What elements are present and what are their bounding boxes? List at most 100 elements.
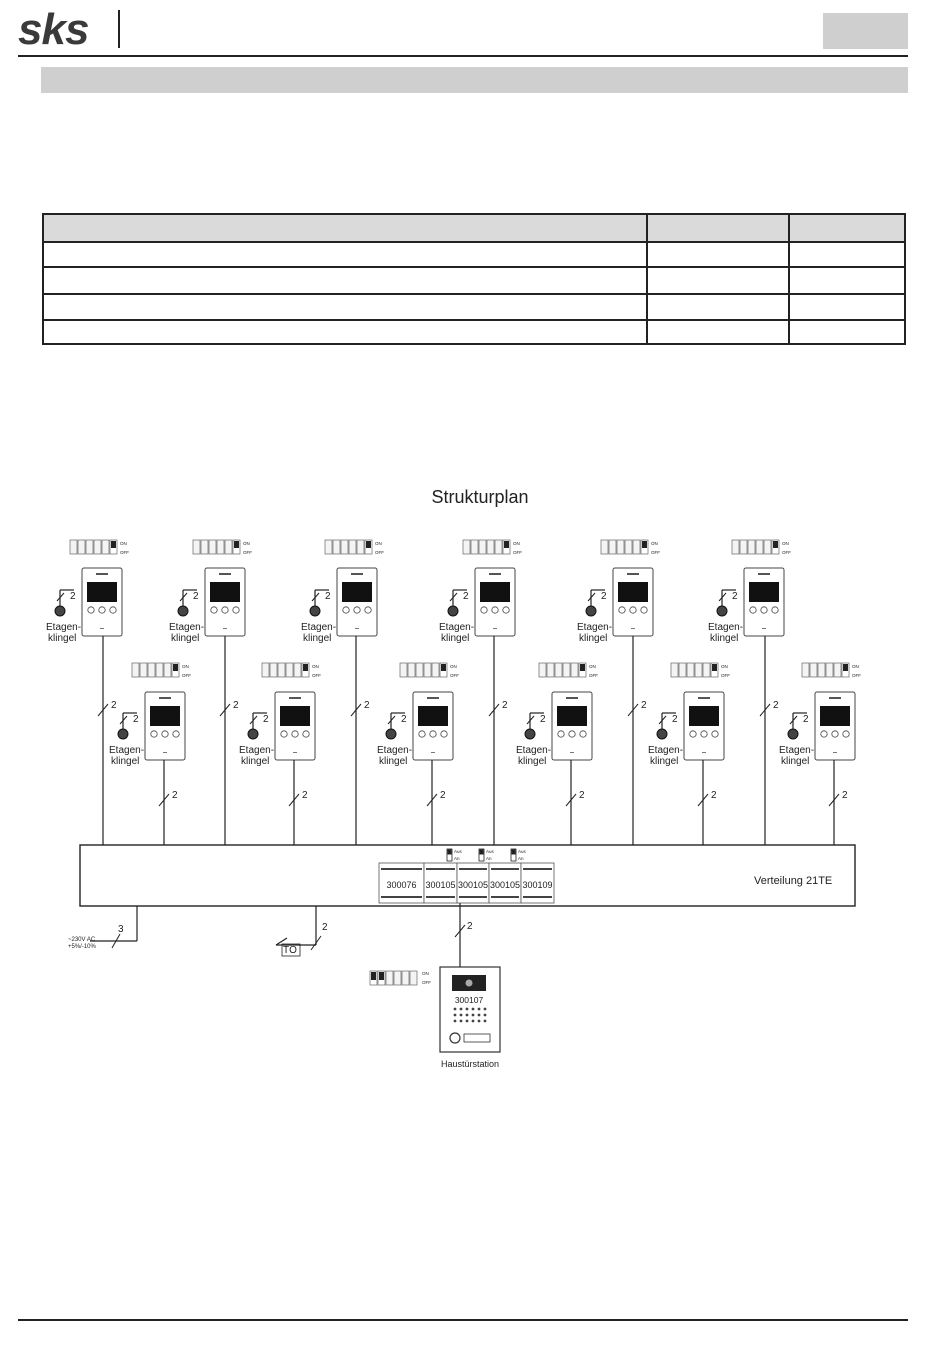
monitor-button [689, 730, 697, 738]
floor-bell-icon [585, 605, 597, 617]
power-label: ~230V AC [68, 937, 96, 943]
distribution-label: Verteilung 21TE [754, 875, 832, 887]
dip-switch-cell [702, 662, 711, 678]
dip-switch-cell [139, 662, 148, 678]
dip-switch-lever [234, 541, 239, 548]
monitor-button [491, 606, 499, 614]
module-switch-label: An [486, 856, 492, 861]
monitor-screen [480, 582, 510, 602]
floor-bell-label: klingel [781, 756, 809, 767]
switch-on-label: ON [450, 664, 457, 669]
floor-bell-label: klingel [48, 633, 76, 644]
monitor-button [749, 606, 757, 614]
dip-switch-lever [580, 664, 585, 671]
dip-switch-cell [208, 539, 217, 555]
dip-switch-cell [747, 539, 756, 555]
wire-count-label: 2 [233, 700, 239, 711]
floor-bell: Etagen-klingel [239, 728, 274, 767]
dip-switch-cell [423, 662, 432, 678]
switch-on-label: ON [589, 664, 596, 669]
keypad-key [471, 1019, 475, 1023]
monitor-button [640, 606, 648, 614]
monitor-button [440, 730, 448, 738]
dip-switch-cell [686, 662, 695, 678]
dip-switch-cell [192, 539, 201, 555]
table-row [44, 241, 904, 268]
wire-count-label: 2 [263, 714, 269, 725]
dip-switch-cell [147, 662, 156, 678]
module-switch [446, 848, 453, 862]
dip-switch-cell [401, 970, 410, 986]
wire-count-label: 2 [773, 700, 779, 711]
dip-switch-cell [69, 539, 78, 555]
dip-switch-cell [616, 539, 625, 555]
dip-switch: ON OFF [731, 539, 791, 555]
floor-bell-label: Etagen- [779, 745, 814, 756]
wire-line [249, 715, 258, 725]
dip-switch-cell [77, 539, 86, 555]
dip-switch-cell [494, 539, 503, 555]
section-band [41, 67, 908, 93]
monitor-button [87, 606, 95, 614]
floor-bell-label: Etagen- [439, 622, 474, 633]
indoor-units: ONOFFEtagen-klingel22ONOFFEtagen-klingel… [46, 539, 861, 845]
floor-bell: Etagen-klingel [648, 728, 683, 767]
switch-on-label: ON [422, 971, 429, 976]
indoor-monitor [412, 691, 454, 761]
keypad-key [465, 1019, 469, 1023]
floor-bell-label: Etagen- [239, 745, 274, 756]
monitor-button [760, 606, 768, 614]
floor-bell-label: Etagen- [577, 622, 612, 633]
floor-bell-label: klingel [579, 633, 607, 644]
switch-off-label: OFF [852, 673, 861, 678]
wire-count-label: 2 [302, 790, 308, 801]
dip-switch-cell [670, 662, 679, 678]
monitor-button [557, 730, 565, 738]
wire-line [658, 715, 667, 725]
monitor-speaker [96, 573, 108, 575]
module-switch-lever [511, 849, 516, 855]
monitor-button [172, 730, 180, 738]
table-row [44, 320, 904, 345]
dip-switch-cell [101, 539, 110, 555]
wire-line [350, 703, 362, 717]
monitor-button [429, 730, 437, 738]
wire-line [97, 703, 109, 717]
indoor-monitor [814, 691, 856, 761]
indoor-monitor [81, 567, 123, 637]
monitor-button [109, 606, 117, 614]
table-header [44, 215, 904, 243]
dip-switch-lever [111, 541, 116, 548]
switch-off-label: OFF [120, 550, 129, 555]
module-switch-label: Aus [454, 849, 463, 854]
wire-line [275, 937, 288, 946]
monitor-button [291, 730, 299, 738]
wire-line [565, 793, 577, 807]
switch-on-label: ON [375, 541, 382, 546]
switch-off-label: OFF [782, 550, 791, 555]
monitor-indicator [293, 752, 297, 753]
wire-count-label: 2 [579, 790, 585, 801]
monitor-button [700, 730, 708, 738]
wire-count-label: 2 [601, 591, 607, 602]
floor-bell: Etagen-klingel [577, 605, 612, 644]
dip-switch-cell [399, 662, 408, 678]
monitor-indicator [702, 752, 706, 753]
indoor-monitor [336, 567, 378, 637]
monitor-speaker [758, 573, 770, 575]
switch-off-label: OFF [450, 673, 459, 678]
dip-switch: ON OFF [399, 662, 459, 678]
switch-on-label: ON [782, 541, 789, 546]
monitor-speaker [427, 697, 439, 699]
wire-line [119, 715, 128, 725]
dip-switch-cell [340, 539, 349, 555]
keypad-key [483, 1007, 487, 1011]
